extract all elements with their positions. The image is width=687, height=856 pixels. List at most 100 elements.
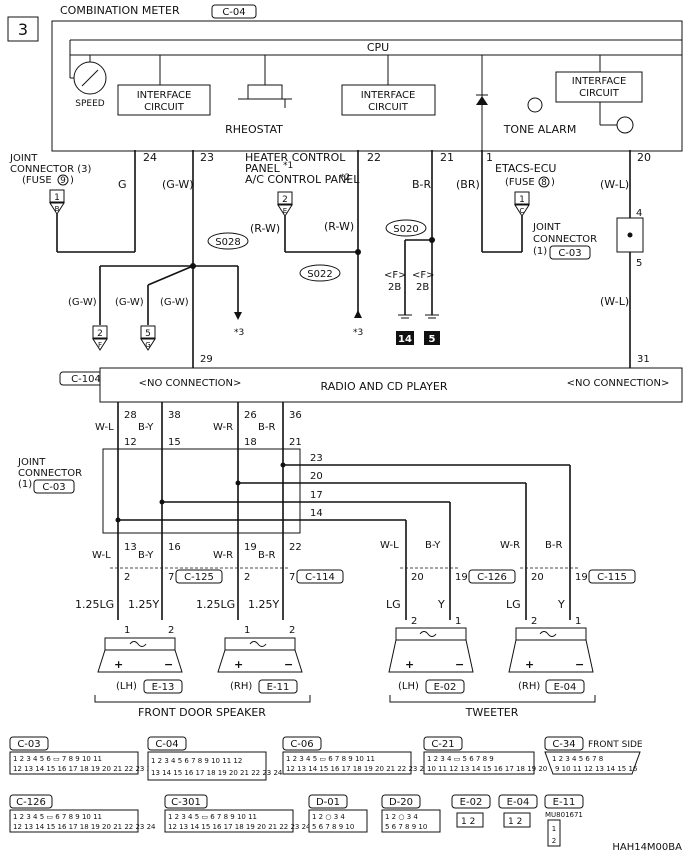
meter-conn: C-04 — [222, 7, 245, 18]
svg-text:<NO CONNECTION>: <NO CONNECTION> — [567, 378, 670, 389]
svg-text:−: − — [164, 658, 173, 671]
svg-text:(BR): (BR) — [456, 178, 480, 191]
svg-text:CIRCUIT: CIRCUIT — [368, 102, 409, 113]
svg-text:S028: S028 — [215, 237, 240, 248]
svg-text:C-126: C-126 — [16, 797, 46, 808]
svg-text:C-114: C-114 — [305, 572, 335, 583]
svg-text:C-34: C-34 — [552, 739, 575, 750]
svg-text:<NO CONNECTION>: <NO CONNECTION> — [139, 378, 242, 389]
svg-text:(RH): (RH) — [518, 681, 540, 692]
svg-text:17: 17 — [310, 490, 323, 501]
svg-text:C-115: C-115 — [597, 572, 627, 583]
svg-text:1.25LG: 1.25LG — [196, 598, 235, 611]
svg-text:(R-W): (R-W) — [250, 222, 280, 235]
svg-text:E: E — [283, 207, 287, 215]
svg-text:FRONT SIDE: FRONT SIDE — [588, 740, 643, 750]
svg-text:5 6 7 8 9 10: 5 6 7 8 9 10 — [312, 823, 354, 831]
svg-text:1.25Y: 1.25Y — [248, 598, 279, 611]
svg-text:(1): (1) — [533, 246, 547, 257]
svg-text:INTERFACE: INTERFACE — [137, 90, 192, 101]
svg-text:*3: *3 — [234, 328, 244, 338]
svg-text:CIRCUIT: CIRCUIT — [144, 102, 185, 113]
svg-text:12 13 14 15 16 17 18 19 20 21: 12 13 14 15 16 17 18 19 20 21 22 23 24 — [13, 823, 156, 831]
svg-text:14: 14 — [310, 508, 323, 519]
svg-text:B-Y: B-Y — [138, 422, 154, 433]
svg-text:1 2 3 4 5 6 7 8 9 10 11 12: 1 2 3 4 5 6 7 8 9 10 11 12 — [151, 757, 242, 765]
svg-text:13: 13 — [124, 542, 137, 553]
tweeter-lh: + − — [388, 627, 474, 673]
speaker-front-rh: + − — [217, 637, 303, 673]
svg-text:28: 28 — [124, 410, 137, 421]
svg-text:B-R: B-R — [258, 422, 275, 433]
svg-text:10 11 12 13 14 15 16 17 18 19: 10 11 12 13 14 15 16 17 18 19 20 — [427, 765, 547, 773]
svg-text:38: 38 — [168, 410, 181, 421]
svg-text:2: 2 — [552, 837, 556, 845]
svg-text:1: 1 — [124, 625, 130, 636]
svg-text:JOINT: JOINT — [532, 222, 561, 233]
svg-text:G: G — [118, 178, 127, 191]
svg-text:B-Y: B-Y — [138, 550, 154, 561]
svg-text:E-02: E-02 — [434, 682, 457, 693]
svg-text:E-11: E-11 — [267, 682, 290, 693]
tone-alarm-label: TONE ALARM — [503, 123, 577, 136]
svg-text:D-20: D-20 — [389, 797, 413, 808]
svg-text:23: 23 — [200, 151, 214, 164]
svg-text:B-R: B-R — [412, 178, 432, 191]
svg-text:2: 2 — [411, 616, 417, 627]
svg-text:19: 19 — [575, 572, 588, 583]
svg-text:C-21: C-21 — [431, 739, 454, 750]
svg-text:22: 22 — [367, 151, 381, 164]
svg-text:26: 26 — [244, 410, 257, 421]
svg-text:Y: Y — [557, 598, 565, 611]
svg-text:G: G — [145, 341, 150, 349]
svg-text:(LH): (LH) — [116, 681, 137, 692]
svg-text:1: 1 — [244, 625, 250, 636]
svg-text:1: 1 — [519, 195, 525, 205]
svg-text:W-R: W-R — [213, 422, 233, 433]
svg-text:1 2 3 4 5 ▭ 6 7 8 9 10 11: 1 2 3 4 5 ▭ 6 7 8 9 10 11 — [168, 813, 257, 821]
svg-text:): ) — [551, 177, 555, 188]
svg-text:CONNECTOR: CONNECTOR — [18, 468, 82, 479]
svg-text:20: 20 — [310, 471, 323, 482]
svg-text:*2: *2 — [340, 173, 350, 183]
svg-text:1: 1 — [455, 616, 461, 627]
svg-text:A/C CONTROL PANEL: A/C CONTROL PANEL — [245, 173, 360, 186]
page-number: 3 — [18, 20, 28, 39]
svg-text:(G-W): (G-W) — [115, 297, 144, 308]
svg-text:29: 29 — [200, 354, 213, 365]
svg-text:W-R: W-R — [213, 550, 233, 561]
speed-label: SPEED — [75, 99, 105, 109]
svg-text:CONNECTOR: CONNECTOR — [533, 234, 597, 245]
svg-text:F: F — [98, 341, 102, 349]
svg-text:(FUSE: (FUSE — [505, 177, 535, 188]
speaker-front-lh: + − — [97, 637, 183, 673]
radio-cd-player-box — [99, 367, 683, 403]
svg-text:20: 20 — [411, 572, 424, 583]
svg-text:(FUSE: (FUSE — [22, 175, 52, 186]
svg-text:E-02: E-02 — [460, 797, 483, 808]
svg-text:S022: S022 — [307, 269, 332, 280]
svg-text:23: 23 — [310, 453, 323, 464]
svg-text:16: 16 — [168, 542, 181, 553]
svg-text:+: + — [525, 658, 534, 671]
svg-text:B-Y: B-Y — [425, 540, 441, 551]
svg-text:*1: *1 — [283, 161, 293, 171]
interface-circuit-2 — [341, 84, 436, 116]
svg-text:13 14 15 16 17 18 19 20 21 22: 13 14 15 16 17 18 19 20 21 22 23 24 — [151, 769, 283, 777]
svg-text:2: 2 — [244, 572, 250, 583]
svg-text:ETACS-ECU: ETACS-ECU — [495, 162, 556, 175]
svg-text:12 13 14 15 16 17 18 19 20 21: 12 13 14 15 16 17 18 19 20 21 22 23 24 — [168, 823, 311, 831]
svg-text:31: 31 — [637, 354, 650, 365]
svg-text:JOINT: JOINT — [9, 153, 38, 164]
svg-text:2: 2 — [124, 572, 130, 583]
svg-text:21: 21 — [440, 151, 454, 164]
svg-text:1 2 3 4 ▭ 5 6 7 8 9: 1 2 3 4 ▭ 5 6 7 8 9 — [427, 755, 494, 763]
svg-text:20: 20 — [637, 151, 651, 164]
svg-text:20: 20 — [531, 572, 544, 583]
svg-text:1 2 ○ 3 4: 1 2 ○ 3 4 — [312, 813, 345, 821]
svg-text:LG: LG — [506, 598, 521, 611]
svg-text:2B: 2B — [388, 282, 401, 293]
diode-icon — [476, 96, 488, 105]
svg-text:E-04: E-04 — [507, 797, 530, 808]
